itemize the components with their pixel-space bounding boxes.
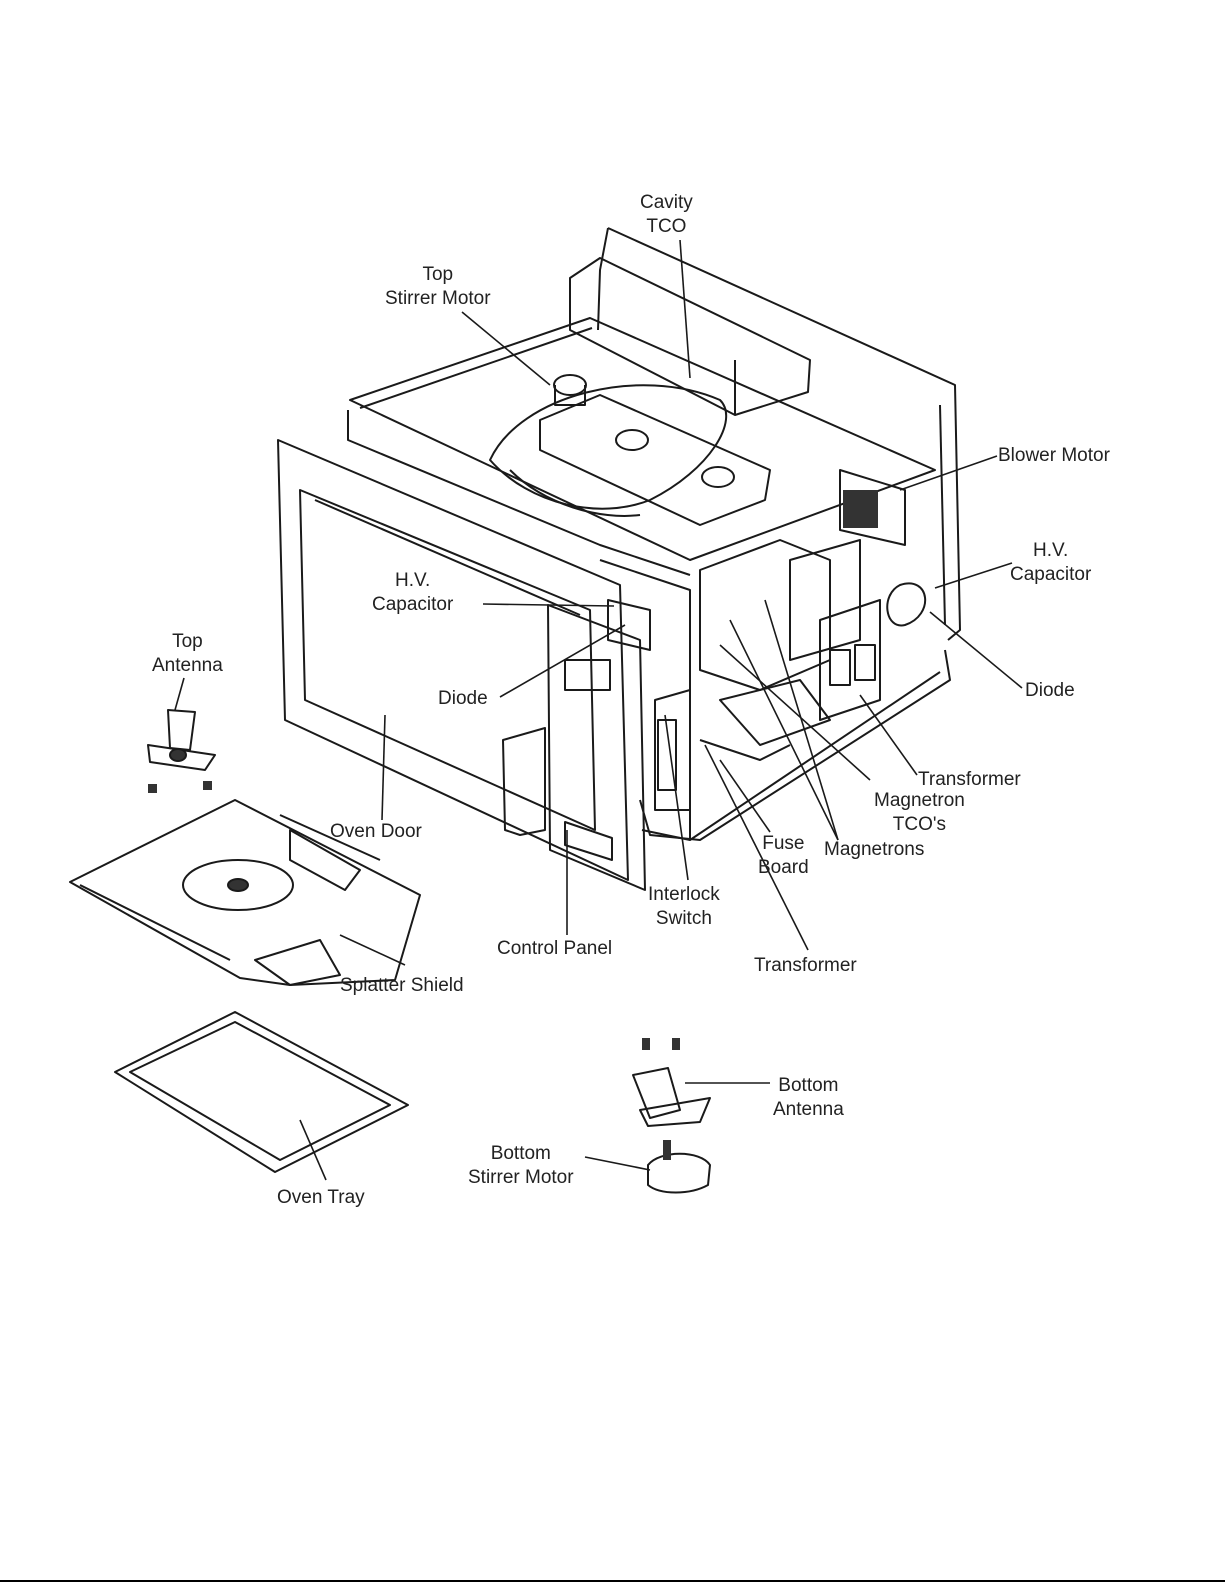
magnetron-block (700, 540, 830, 690)
top-stirrer-motor-part (554, 375, 586, 395)
leader-lines (175, 240, 1022, 1180)
label-magnetrons: Magnetrons (824, 838, 924, 862)
bottom-stirrer-motor-part (648, 1154, 710, 1193)
label-control-panel: Control Panel (497, 937, 612, 961)
label-blower-motor: Blower Motor (998, 444, 1110, 468)
label-diode-right: Diode (1025, 679, 1075, 703)
page-bottom-rule (0, 1580, 1225, 1582)
label-hv-capacitor-left: H.V.Capacitor (372, 569, 453, 617)
fan-housing (570, 258, 810, 415)
label-diode-left: Diode (438, 687, 488, 711)
label-oven-door: Oven Door (330, 820, 422, 844)
back-frame (608, 228, 960, 640)
control-panel-part (548, 605, 645, 890)
label-hv-capacitor-right: H.V.Capacitor (1010, 539, 1091, 587)
interlock-part (655, 690, 690, 810)
label-splatter-shield: Splatter Shield (340, 974, 464, 998)
label-oven-tray: Oven Tray (277, 1186, 365, 1210)
label-transformer-bottom: Transformer (754, 954, 857, 978)
hv-capacitor-part (887, 583, 925, 625)
stirrer-dome (490, 385, 726, 508)
door-handle (503, 728, 545, 835)
top-antenna-part (168, 710, 195, 750)
